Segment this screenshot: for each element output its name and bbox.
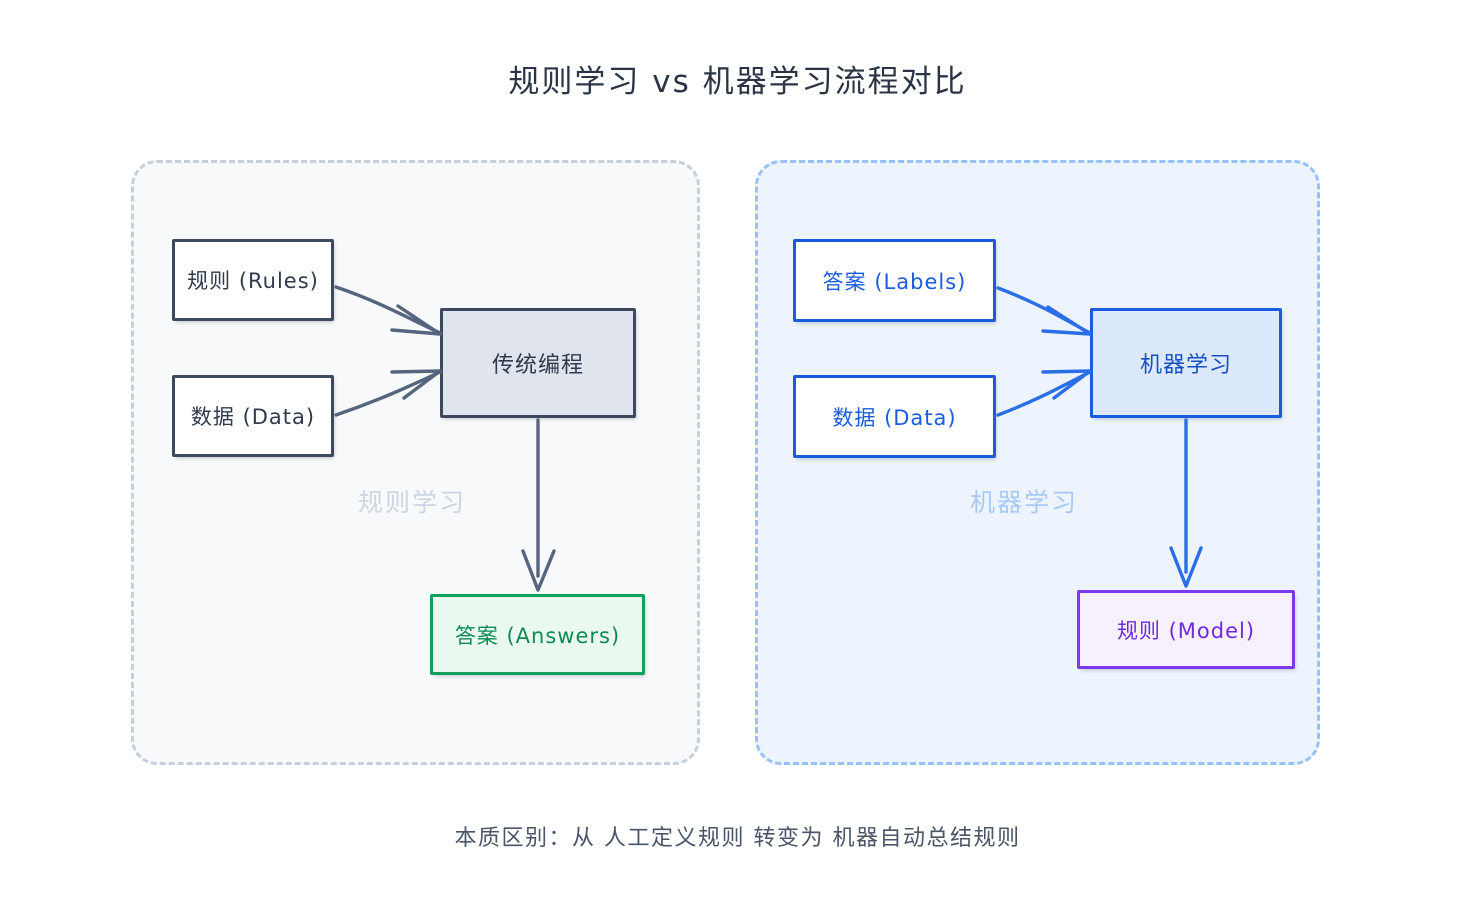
node-rules-input[interactable]: 规则 (Rules) — [172, 239, 334, 321]
panel-right-watermark-label: 机器学习 — [970, 488, 1079, 517]
node-answers-output[interactable]: 答案 (Answers) — [430, 594, 645, 675]
node-machine-learning[interactable]: 机器学习 — [1090, 308, 1282, 418]
node-model-output[interactable]: 规则 (Model) — [1077, 590, 1295, 669]
panel-left-watermark-label: 规则学习 — [358, 488, 467, 517]
footer-note: 本质区别：从 人工定义规则 转变为 机器自动总结规则 — [454, 826, 1021, 851]
node-data-input-right[interactable]: 数据 (Data) — [793, 375, 996, 458]
page-title: 规则学习 vs 机器学习流程对比 — [508, 64, 967, 100]
node-labels-input[interactable]: 答案 (Labels) — [793, 239, 996, 322]
node-data-input-left[interactable]: 数据 (Data) — [172, 375, 334, 457]
node-traditional-programming[interactable]: 传统编程 — [440, 308, 636, 418]
